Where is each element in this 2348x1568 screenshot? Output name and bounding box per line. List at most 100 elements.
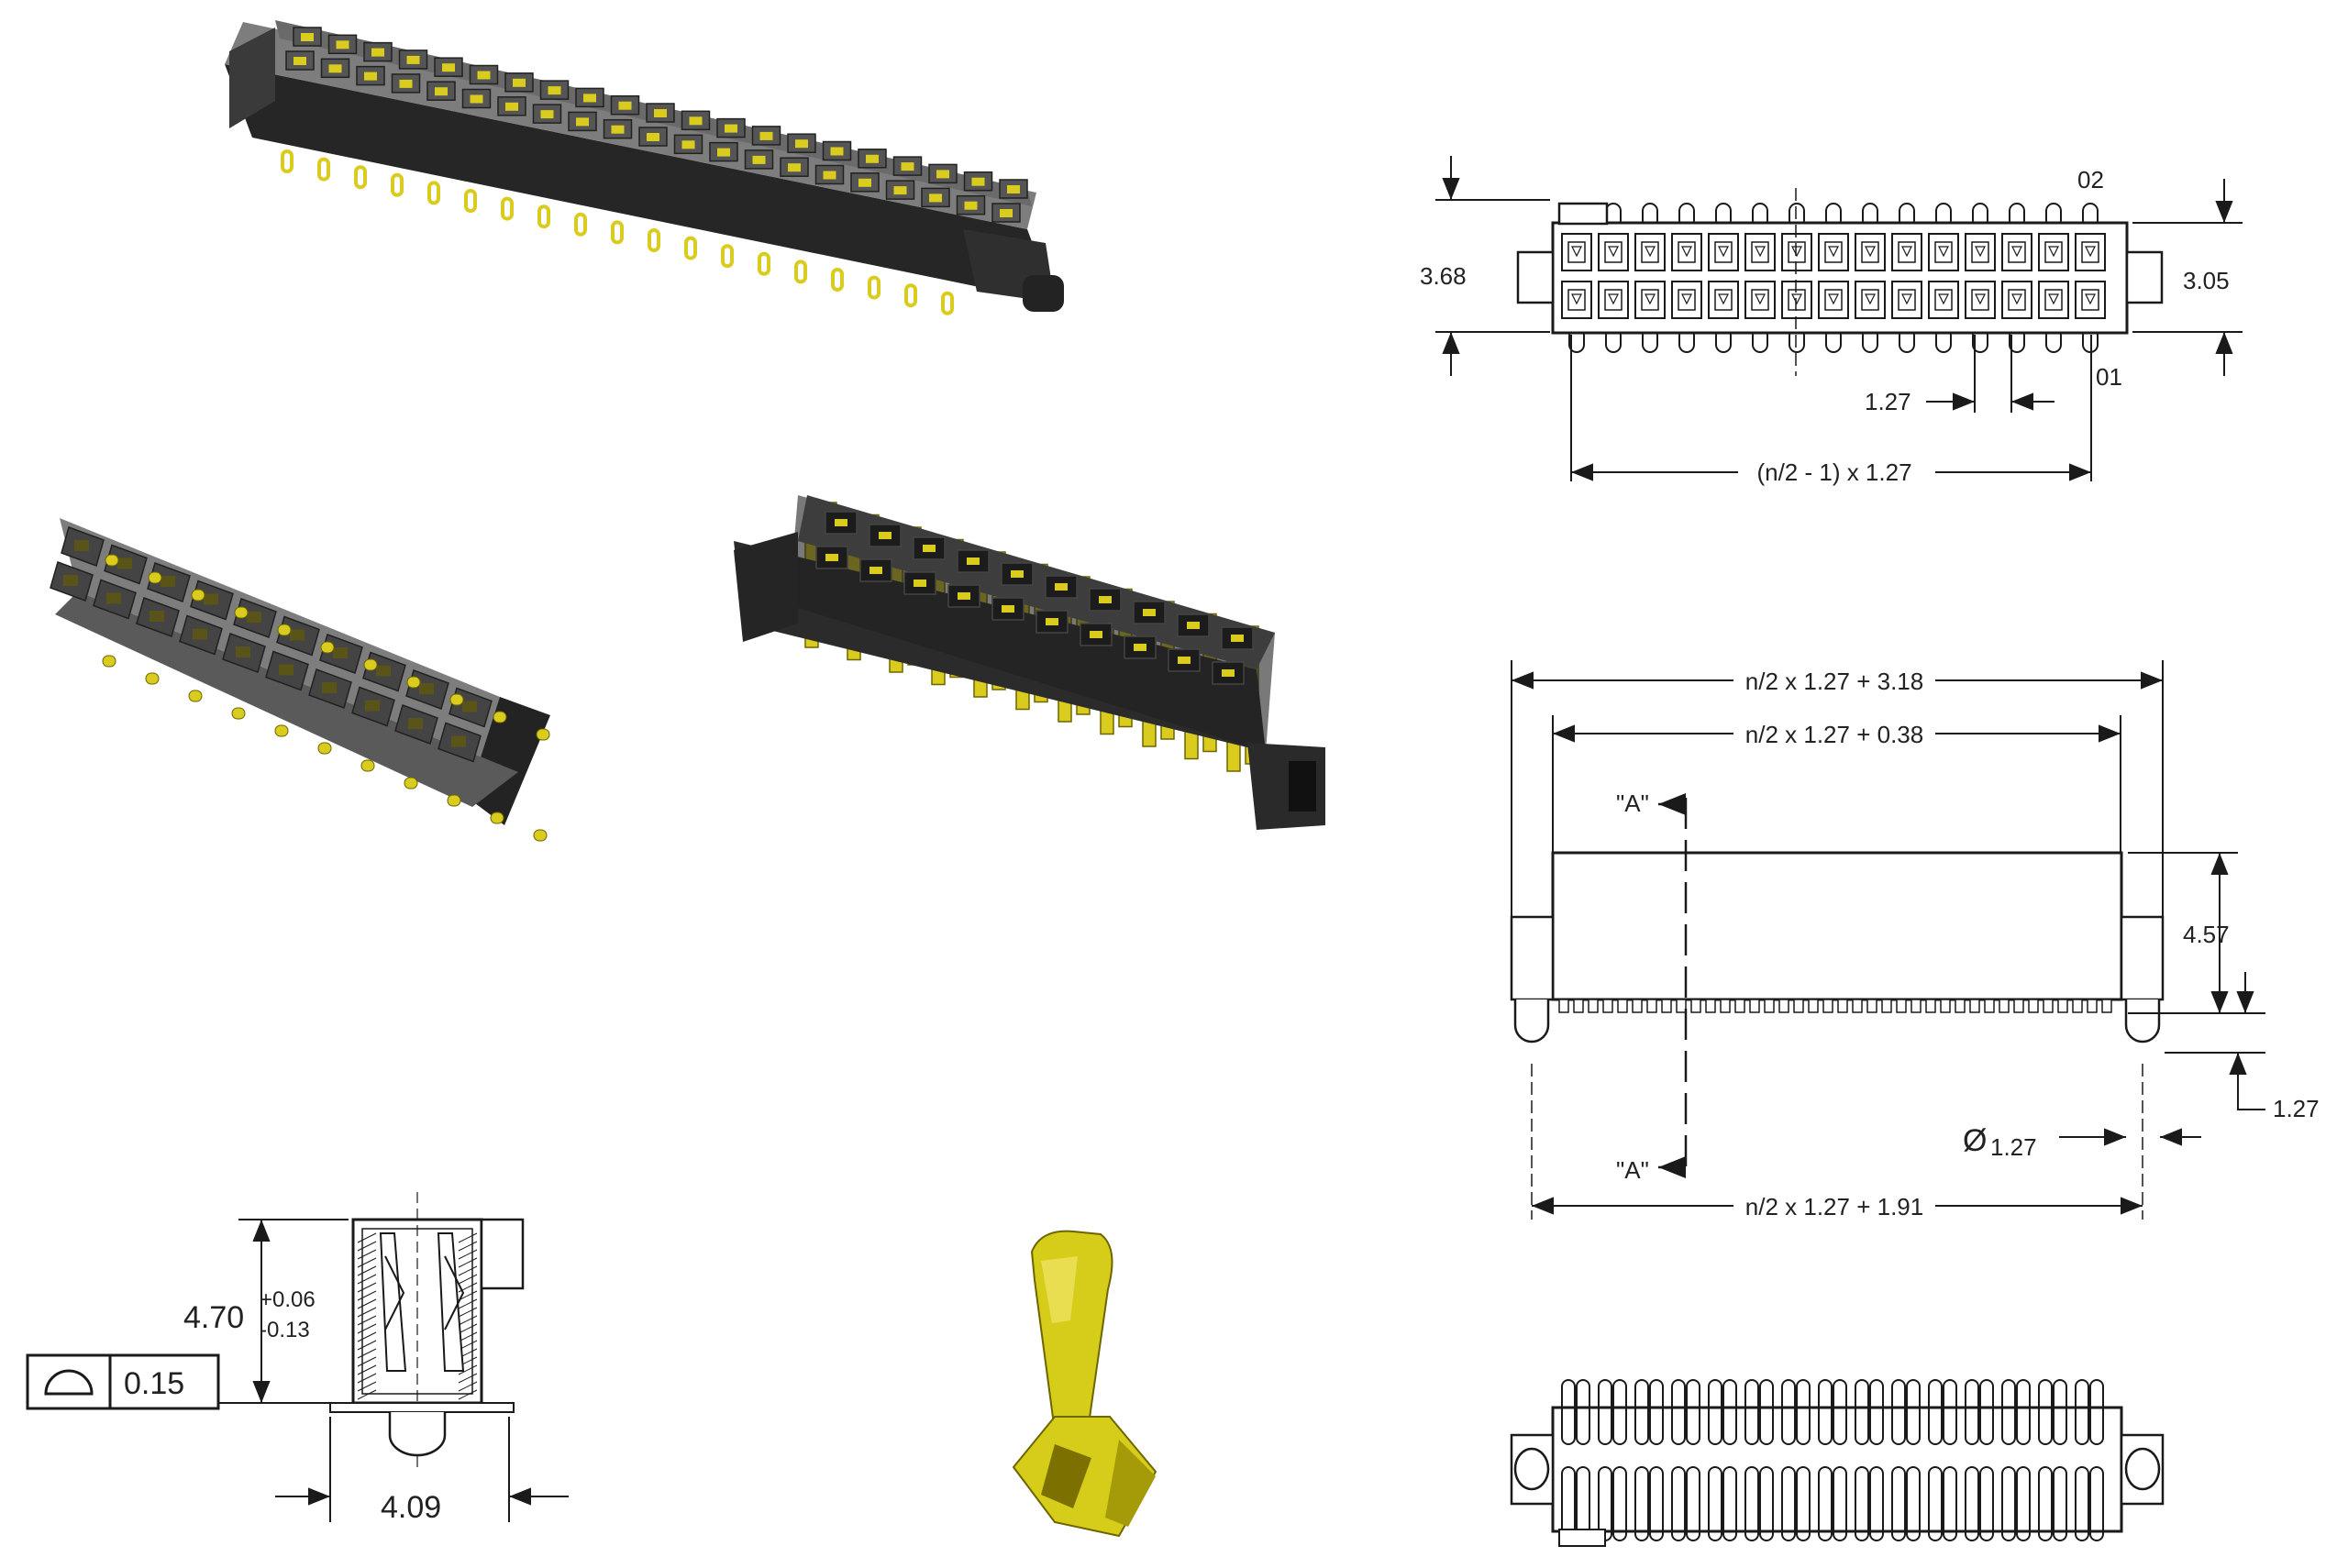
socket-contact — [1604, 241, 1623, 263]
bottom-pin — [1965, 1466, 1979, 1541]
solder-tail — [188, 690, 203, 702]
hatch-line — [357, 1340, 377, 1351]
socket-contact — [376, 665, 391, 677]
socket-contact — [1755, 246, 1766, 258]
socket-contact — [1791, 246, 1802, 258]
pin-stub — [1558, 999, 1569, 1013]
bottom-pin — [1928, 1466, 1943, 1541]
socket-contact — [1055, 583, 1068, 591]
socket-contact — [1002, 605, 1014, 613]
bottom-pin — [1708, 1466, 1722, 1541]
socket-contact — [795, 139, 808, 149]
socket-contact — [858, 178, 871, 187]
solder-tail — [758, 251, 770, 276]
bottom-pin — [1686, 1466, 1700, 1541]
socket-contact — [1099, 596, 1112, 603]
socket-contact — [1641, 241, 1659, 263]
socket-contact — [901, 162, 914, 171]
bottom-pin — [1671, 1466, 1686, 1541]
socket-cell — [2001, 233, 2032, 271]
socket-contact — [406, 55, 420, 64]
body-width-label: n/2 x 1.27 + 0.38 — [1745, 721, 1923, 748]
socket-contact — [654, 109, 667, 117]
socket-contact — [1567, 241, 1586, 263]
hatch-line — [357, 1282, 377, 1293]
solder-tail — [536, 728, 550, 741]
pin-stub — [1690, 999, 1701, 1013]
socket-contact — [336, 40, 349, 50]
socket-contact — [2085, 293, 2096, 305]
flatness-symbol — [44, 1369, 94, 1396]
socket-cell — [1671, 281, 1702, 319]
bottom-pin — [1796, 1379, 1811, 1445]
socket-contact — [1178, 657, 1191, 664]
bottom-pin — [2001, 1466, 2016, 1541]
socket-contact — [1608, 293, 1619, 305]
pin-stub — [2072, 999, 2083, 1013]
solder-tail — [490, 812, 504, 824]
pin-stub — [2057, 999, 2068, 1013]
hatch-line — [357, 1265, 377, 1276]
hatch-line — [458, 1241, 478, 1252]
bottom-pin — [1891, 1466, 1906, 1541]
hatch-line — [357, 1389, 377, 1400]
socket-cell — [2038, 281, 2069, 319]
socket-contact — [1898, 289, 1916, 311]
row-span-label: (n/2 - 1) x 1.27 — [1756, 458, 1911, 486]
pin-stub — [1734, 999, 1745, 1013]
pin-stub — [1705, 999, 1716, 1013]
hatch-line — [458, 1315, 478, 1326]
bottom-pin — [1855, 1466, 1869, 1541]
socket-cell — [1561, 281, 1592, 319]
pin-stub — [1837, 999, 1848, 1013]
socket-contact — [1608, 246, 1619, 258]
socket-contact — [477, 71, 491, 80]
socket-contact — [1824, 289, 1843, 311]
bottom-pin — [1943, 1466, 1957, 1541]
socket-contact — [371, 48, 384, 57]
socket-cell — [1598, 281, 1629, 319]
height-right-label: 3.05 — [2183, 267, 2230, 294]
socket-contact — [1714, 289, 1733, 311]
solder-tail — [277, 624, 292, 636]
pin-stub — [1881, 999, 1892, 1013]
solder-tail — [317, 742, 332, 755]
hatch-line — [458, 1373, 478, 1384]
socket-contact — [1000, 209, 1013, 217]
solder-tail — [684, 236, 697, 260]
socket-contact — [576, 117, 589, 127]
pin-stub — [1896, 999, 1907, 1013]
socket-cell — [1177, 613, 1210, 637]
socket-contact — [1222, 669, 1235, 677]
socket-contact — [1718, 246, 1729, 258]
body-height-label: 4.57 — [2183, 921, 2230, 948]
pin-stub — [1676, 999, 1687, 1013]
pin-stub — [1999, 999, 2010, 1013]
bottom-pin — [1598, 1379, 1612, 1445]
socket-contact — [106, 592, 121, 604]
pin-stub — [2043, 999, 2054, 1013]
bottom-pin — [2053, 1466, 2067, 1541]
hatch-line — [357, 1298, 377, 1309]
solder-tail — [404, 777, 418, 790]
socket-contact — [717, 148, 730, 157]
bottom-pin — [1928, 1379, 1943, 1445]
socket-cell — [1928, 233, 1959, 271]
solder-tail — [831, 268, 844, 292]
hatch-line — [458, 1274, 478, 1285]
socket-contact — [725, 124, 737, 133]
socket-contact — [1567, 289, 1586, 311]
bottom-pin — [1869, 1466, 1884, 1541]
section-height-label: 4.70 — [183, 1300, 244, 1335]
socket-cell — [1708, 281, 1739, 319]
socket-contact — [611, 125, 625, 134]
connector-3d-iso-b — [50, 518, 550, 842]
pin-stub — [1852, 999, 1863, 1013]
socket-contact — [1901, 246, 1912, 258]
bottom-pin — [2038, 1466, 2053, 1541]
socket-contact — [161, 576, 175, 587]
overall-width-label: n/2 x 1.27 + 3.18 — [1745, 668, 1923, 695]
bottom-pin — [2001, 1379, 2016, 1445]
solder-tail — [363, 658, 378, 671]
